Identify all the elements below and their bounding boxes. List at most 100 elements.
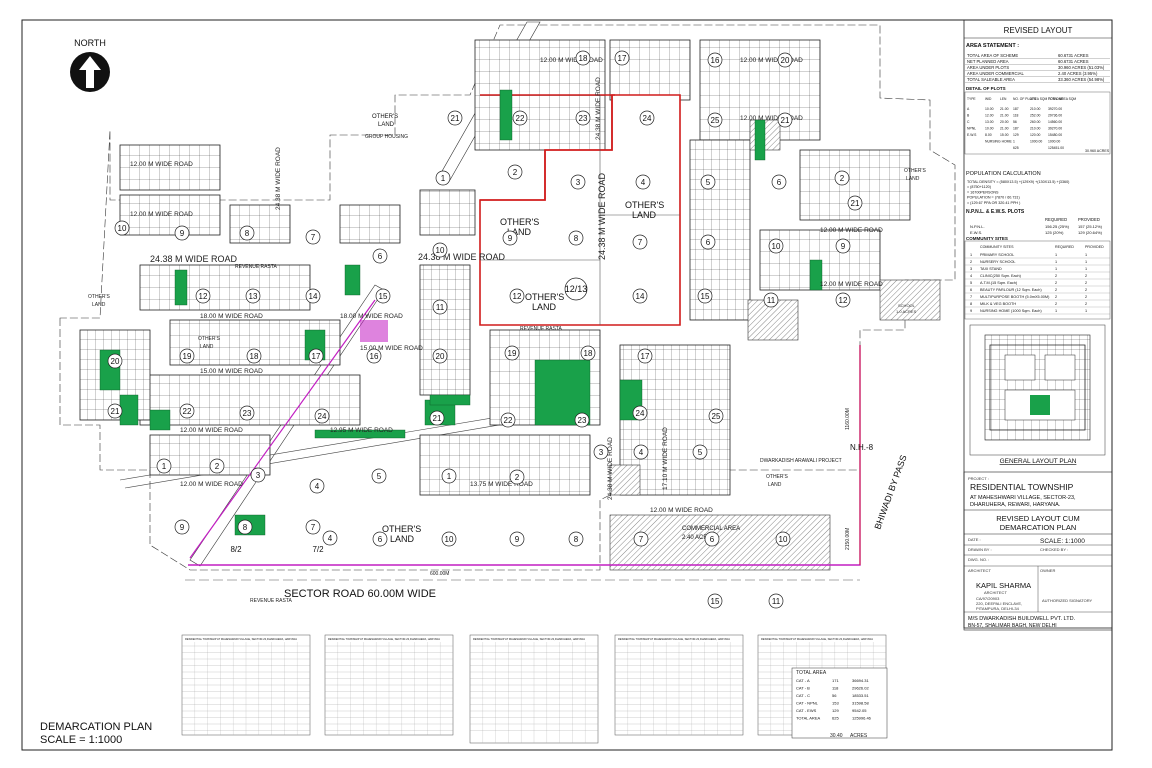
plot-number-label: 16: [711, 56, 720, 65]
plot-marker: 25: [708, 408, 724, 424]
total-area-cell: 129: [832, 708, 839, 713]
plot-marker-circle: [763, 292, 779, 308]
plan-caption-line2: SCALE = 1:1000: [40, 734, 122, 746]
plot-detail-cell: 10.00: [985, 107, 994, 111]
total-area-cell: 171: [832, 678, 839, 683]
community-cell: 2: [970, 260, 972, 264]
architect-label: ARCHITECT: [968, 568, 991, 573]
plot-marker-circle: [195, 288, 211, 304]
plot-marker: 10: [114, 220, 130, 236]
plot-marker-circle: [637, 348, 653, 364]
plot-marker: 15: [707, 593, 723, 609]
plot-marker-circle: [835, 238, 851, 254]
plot-number-label: 1: [441, 174, 446, 183]
plot-detail-column: LEN: [1000, 97, 1007, 101]
plot-detail-column: AREA SQM FOR ONE: [1030, 97, 1064, 101]
plot-marker-circle: [239, 405, 255, 421]
plot-number-label: 12/13: [565, 284, 588, 294]
plot-marker: 8: [568, 531, 584, 547]
block-mid-strip: [419, 264, 471, 396]
plot-marker-circle: [156, 458, 172, 474]
plot-detail-cell: 29736.00: [1048, 114, 1062, 118]
plot-marker-circle: [775, 531, 791, 547]
plot-detail-cell: 12.00: [985, 114, 994, 118]
sheet-title: REVISED LAYOUT: [1004, 26, 1073, 35]
npnl-column: REQUIRED: [1045, 217, 1067, 222]
plot-number-label: 23: [578, 416, 587, 425]
plot-detail-cell: 1: [1013, 140, 1015, 144]
plot-marker-circle: [697, 288, 713, 304]
plot-number-label: 10: [436, 246, 445, 255]
plot-marker: 13: [245, 288, 261, 304]
area-statement-value: 60.6731 ACRES: [1058, 59, 1089, 64]
plot-number-label: 18: [584, 349, 593, 358]
plot-marker: 6: [771, 174, 787, 190]
plot-marker-circle: [114, 220, 130, 236]
plot-number-label: 17: [312, 352, 321, 361]
demarcation-table-title: RESIDENTIAL TOWNSHIP AT MAHESHWARI VILLA…: [761, 637, 873, 641]
plot-marker-circle: [250, 467, 266, 483]
plot-detail-cell: 21.00: [1000, 127, 1009, 131]
area-statement-label: AREA UNDER PLOTS: [967, 65, 1009, 70]
plot-marker-circle: [512, 110, 528, 126]
architect-name: KAPIL SHARMA: [976, 581, 1031, 590]
road-label-1200-a: 12.00 M WIDE ROAD: [180, 427, 243, 434]
plot-detail-cell: A: [967, 107, 970, 111]
total-area-cell: 9542.05: [852, 708, 867, 713]
plot-number-label: 19: [508, 349, 517, 358]
plot-marker-circle: [568, 230, 584, 246]
plot-marker: 8: [568, 230, 584, 246]
block-right-strip: [689, 139, 751, 321]
plot-marker: 3: [250, 467, 266, 483]
population-line: = (129.67 PPA OR 320.41 PPH ): [967, 201, 1020, 205]
plot-number-label: 21: [451, 114, 460, 123]
plot-marker: 9: [174, 225, 190, 241]
community-cell: 8: [970, 302, 972, 306]
plot-number-label: 18: [579, 54, 588, 63]
project-label: PROJECT :: [968, 476, 989, 481]
plot-marker-circle: [309, 478, 325, 494]
plot-marker: 18: [580, 345, 596, 361]
npnl-cell: E.W.S.: [970, 230, 982, 235]
plot-number-label: 12: [513, 292, 522, 301]
plot-marker-circle: [432, 299, 448, 315]
plot-marker-circle: [322, 530, 338, 546]
plot-marker-circle: [500, 412, 516, 428]
plot-marker-circle: [777, 112, 793, 128]
plot-marker-circle: [246, 348, 262, 364]
area-statement-value: 2.40 ACRES (3.95%): [1058, 71, 1098, 76]
community-cell: 1: [1055, 260, 1057, 264]
road-label-1200-f: 12.00 M WIDE ROAD: [740, 115, 803, 122]
plot-marker: 20: [107, 353, 123, 369]
plot-number-label: 11: [767, 296, 776, 305]
plot-marker-circle: [700, 234, 716, 250]
plot-marker: 9: [509, 531, 525, 547]
road-label-1500-b: 15.00 M WIDE ROAD: [360, 345, 423, 352]
community-cell: CLINIC(250 Sqm. Each): [980, 274, 1022, 278]
plot-number-label: 23: [579, 114, 588, 123]
community-cell: 2: [1085, 295, 1087, 299]
plot-marker-circle: [575, 50, 591, 66]
plot-marker: 9: [502, 230, 518, 246]
area-statement-label: TOTAL SALEABLE AREA: [967, 77, 1015, 82]
plot-number-label: 5: [706, 178, 711, 187]
plot-marker-circle: [314, 408, 330, 424]
demarcation-table: RESIDENTIAL TOWNSHIP AT MAHESHWARI VILLA…: [614, 634, 744, 736]
road-label-2438-centre: 24.38 M WIDE ROAD: [597, 172, 607, 260]
plot-marker: 22: [179, 403, 195, 419]
demarcation-tables: RESIDENTIAL TOWNSHIP AT MAHESHWARI VILLA…: [181, 634, 887, 744]
community-cell: 2: [1085, 302, 1087, 306]
plot-detail-cell: 252.00: [1030, 114, 1040, 118]
plot-number-label: 25: [712, 412, 721, 421]
community-cell: MULTIPURPOSE BOOTH (5.0mX5.00M): [980, 295, 1050, 299]
plot-number-label: 1: [162, 462, 167, 471]
plot-detail-cell: 14560.00: [1048, 120, 1062, 124]
group-housing-label: GROUP HOUSING: [365, 134, 408, 140]
plot-marker: 17: [308, 348, 324, 364]
plot-detail-column: NO. OF PLOTS: [1013, 97, 1037, 101]
project-name: RESIDENTIAL TOWNSHIP: [970, 482, 1074, 492]
plot-marker-circle: [692, 444, 708, 460]
plot-marker-circle: [847, 195, 863, 211]
plot-number-label: 6: [706, 238, 711, 247]
